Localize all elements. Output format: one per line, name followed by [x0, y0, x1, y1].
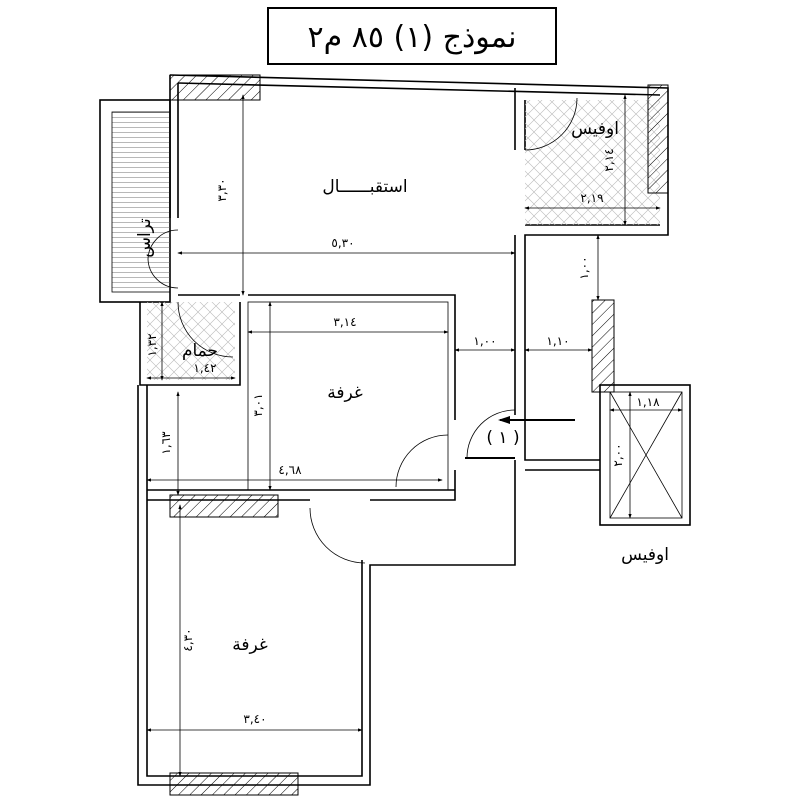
office-top-label: اوفيس [571, 119, 619, 139]
entrance-label: ( ١ ) [486, 428, 519, 448]
office-top: اوفيس ٢,١٤ ٢,١٩ [524, 84, 669, 226]
dim-office-width: ٢,١٩ [580, 191, 603, 205]
dim-elevator-width: ١,١٨ [636, 395, 660, 409]
dim-room1-width: ٣,١٤ [333, 315, 356, 329]
dim-reception-width: ٥,٣٠ [331, 236, 354, 250]
elevator: ١,١٨ ٢,٠٠ [599, 384, 691, 526]
dim-corridor-gap: ١,٠٠ [577, 256, 591, 279]
dim-room2-height: ٤,٣٠ [181, 628, 195, 651]
window-corridor [591, 299, 615, 393]
dim-reception-height: ٣,٣٠ [215, 178, 229, 201]
dim-hall-height: ١,٦٣ [159, 431, 173, 455]
dim-bath-width: ١,٤٢ [193, 361, 216, 375]
terrace-label: تراس [135, 218, 155, 258]
office-bottom-label: اوفيس [621, 545, 669, 565]
dim-room2-width: ٣,٤٠ [243, 712, 266, 726]
window-room2 [169, 494, 279, 518]
dim-corridor-width2: ١,١٠ [546, 334, 569, 348]
dim-corridor-width: ١,٠٠ [473, 334, 496, 348]
dim-elevator-height: ٢,٠٠ [611, 443, 625, 466]
window-room2-bottom [169, 772, 299, 796]
bathroom: حمام ١,٤٢ ١,٣٢ [139, 301, 241, 386]
dim-room1-height: ٣,٠١ [251, 393, 265, 416]
dim-bath-height: ١,٣٢ [145, 333, 159, 356]
room2-label: غرفة [232, 635, 268, 655]
room-1: ٣,١٤ ٣,٠١ غرفة [247, 301, 449, 491]
plan-title: نموذج (١) ٨٥ م٢ [307, 20, 516, 55]
window-top [169, 74, 261, 101]
reception-label: استقبــــــال [322, 177, 407, 197]
terrace: تراس [99, 99, 171, 303]
dim-office-height: ٢,١٤ [602, 148, 616, 171]
bathroom-label: حمام [182, 341, 218, 361]
room1-label: غرفة [327, 383, 363, 403]
entrance-door[interactable]: ( ١ ) [465, 409, 575, 459]
dim-hall-width: ٤,٦٨ [278, 463, 302, 477]
title-box: نموذج (١) ٨٥ م٢ [267, 7, 557, 65]
